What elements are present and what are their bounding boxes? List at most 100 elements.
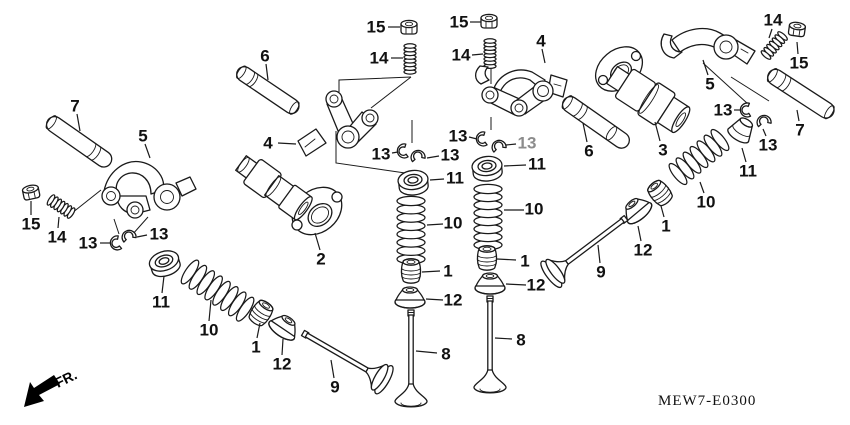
- lock-nut-15-center-b: [480, 13, 498, 29]
- callout-label-12-31: 12: [527, 276, 546, 295]
- callout-leader-1: [256, 322, 261, 339]
- rocker-shaft-7-right: [766, 67, 835, 120]
- front-label: FR.: [52, 366, 79, 390]
- adjusting-screw-14-right: [760, 31, 788, 60]
- callout-label-13-27: 13: [518, 134, 537, 153]
- callout-leader-10: [208, 299, 212, 322]
- callout-leader-8: [415, 350, 438, 354]
- callout-label-8-32: 8: [516, 331, 525, 350]
- callout-label-1-30: 1: [520, 252, 529, 271]
- valve-8-a: [394, 309, 428, 408]
- callout-label-12-21: 12: [444, 291, 463, 310]
- callout-label-14-15: 14: [370, 49, 389, 68]
- lock-nut-15-right: [787, 20, 807, 38]
- callout-label-11-41: 11: [739, 162, 757, 181]
- callout-leader-8: [494, 337, 513, 340]
- adjusting-screw-14-center-a: [403, 43, 417, 75]
- callout-label-13-26: 13: [449, 127, 468, 146]
- callout-label-11-6: 11: [152, 293, 170, 312]
- callout-leader-11: [161, 275, 165, 294]
- spring-seat-11-left: [146, 246, 184, 281]
- callout-label-7-0: 7: [70, 97, 79, 116]
- rocker-shaft-6-right: [561, 95, 630, 149]
- valve-8-b: [473, 295, 507, 394]
- valve-9-left: [294, 318, 397, 397]
- rocker-shaft-7-left: [45, 115, 113, 168]
- stem-seal-1-b: [476, 245, 498, 271]
- callout-label-14-36: 14: [764, 11, 783, 30]
- adjusting-screw-14-left: [46, 194, 76, 219]
- callout-leader-9: [597, 244, 601, 264]
- callout-label-10-19: 10: [444, 214, 463, 233]
- callout-label-2-11: 2: [316, 250, 325, 269]
- valve-cotter-13: [739, 102, 752, 119]
- callout-label-1-20: 1: [443, 262, 452, 281]
- callout-leader-1: [660, 205, 665, 218]
- adjusting-screw-14-center-b: [483, 38, 497, 70]
- valve-cotter-13: [489, 137, 508, 153]
- callout-leader-6: [265, 63, 269, 81]
- camshaft-3: [594, 46, 691, 134]
- valve-9-right: [537, 204, 637, 291]
- callout-leader-13: [391, 151, 399, 154]
- valve-cotter-13: [474, 130, 488, 148]
- spring-seat-11-b: [470, 154, 505, 184]
- front-arrow-icon: [24, 375, 60, 407]
- callout-label-13-40: 13: [759, 136, 778, 155]
- callout-leader-15: [796, 41, 799, 55]
- valve-spring-10-a: [396, 195, 426, 265]
- callout-leader-10: [699, 181, 705, 194]
- callout-leader-10: [426, 223, 444, 226]
- callout-label-6-33: 6: [584, 142, 593, 161]
- valve-cotter-13: [395, 142, 409, 160]
- callout-label-7-38: 7: [795, 121, 804, 140]
- callout-leader-7: [796, 109, 800, 122]
- rocker-arm-5-left: [101, 160, 197, 219]
- callout-leader-13: [426, 155, 440, 159]
- callout-label-15-37: 15: [790, 54, 809, 73]
- callout-leader-13: [505, 143, 517, 146]
- callout-label-12-44: 12: [634, 241, 653, 260]
- callout-label-5-35: 5: [705, 75, 714, 94]
- valve-spring-10-b: [473, 183, 503, 251]
- valve-cotter-13: [408, 148, 427, 163]
- callout-label-10-29: 10: [525, 200, 544, 219]
- callout-label-8-22: 8: [441, 345, 450, 364]
- callout-leader-12: [637, 225, 642, 242]
- stem-seal-1-a: [400, 258, 422, 284]
- callout-leader-4: [541, 48, 546, 64]
- callout-label-5-1: 5: [138, 127, 147, 146]
- valve-cotter-13: [754, 113, 773, 128]
- callout-leader-14: [57, 216, 60, 229]
- callout-leader-7: [76, 113, 81, 132]
- callout-label-11-18: 11: [446, 169, 464, 188]
- front-direction-marker: FR.: [24, 366, 79, 407]
- rocker-arm-5-right: [660, 27, 756, 65]
- rocker-arm-4-left: [297, 90, 379, 157]
- callout-label-13-16: 13: [372, 145, 391, 164]
- callout-label-4-25: 4: [536, 32, 546, 51]
- lock-nut-15-center-a: [400, 19, 418, 35]
- callout-label-4-13: 4: [263, 134, 273, 153]
- callout-label-9-45: 9: [596, 263, 605, 282]
- camshaft-2: [235, 155, 343, 236]
- callout-leader-12: [281, 338, 284, 356]
- lock-nut-15-left: [21, 183, 41, 202]
- callout-label-1-43: 1: [661, 217, 670, 236]
- valve-cotter-13: [108, 234, 123, 253]
- spring-retainer-12-a: [394, 286, 426, 309]
- callout-label-14-24: 14: [452, 46, 471, 65]
- callout-label-12-9: 12: [273, 355, 292, 374]
- valve-spring-10-left: [180, 259, 255, 322]
- callout-leader-11: [741, 147, 747, 163]
- rocker-shaft-6-left: [236, 65, 300, 115]
- diagram-code: MEW7-E0300: [658, 393, 756, 409]
- spring-retainer-12-b: [474, 272, 506, 295]
- callout-label-9-10: 9: [330, 378, 339, 397]
- assembly-guide-lines: [71, 62, 770, 236]
- callout-label-13-5: 13: [150, 225, 169, 244]
- callout-label-3-34: 3: [658, 141, 667, 160]
- callout-leader-2: [314, 232, 321, 251]
- callout-leader-11: [503, 164, 527, 167]
